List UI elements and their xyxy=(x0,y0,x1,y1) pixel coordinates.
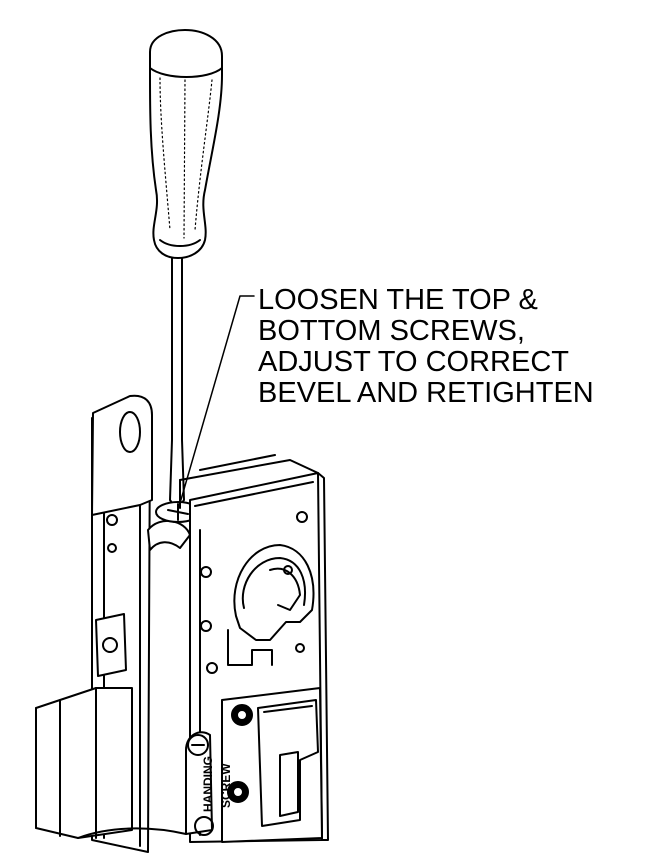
callout-line-1: LOOSEN THE TOP & xyxy=(258,284,538,316)
lock-hub xyxy=(227,544,315,666)
handing-block xyxy=(185,731,214,836)
screwdriver-shaft xyxy=(171,257,183,441)
screw-label: SCREW xyxy=(219,763,233,808)
base-curve xyxy=(77,827,187,839)
top-tab xyxy=(91,394,153,516)
handing-label: HANDING xyxy=(201,756,215,812)
callout-text: LOOSEN THE TOP & BOTTOM SCREWS, ADJUST T… xyxy=(258,285,638,409)
callout-line-4: BEVEL AND RETIGHTEN xyxy=(258,377,594,409)
screwdriver-handle xyxy=(149,29,223,259)
callout-leader xyxy=(177,295,255,511)
guard-bolt xyxy=(95,613,127,677)
callout-line-3: ADJUST TO CORRECT xyxy=(258,346,569,378)
screwdriver-tip xyxy=(169,439,185,511)
latch-bolt xyxy=(35,687,133,839)
lower-panel xyxy=(221,687,323,843)
callout-line-2: BOTTOM SCREWS, xyxy=(258,315,525,347)
screwdriver xyxy=(149,29,223,511)
